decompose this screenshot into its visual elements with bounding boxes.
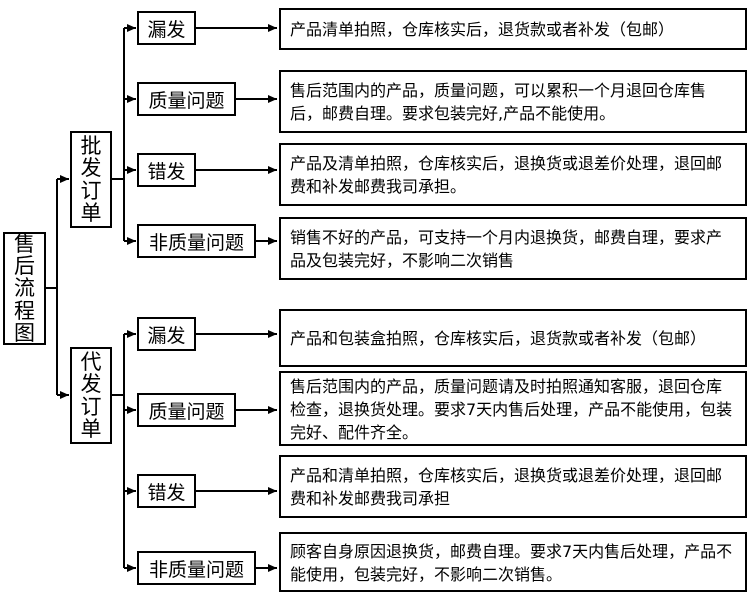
group-node-wholesale: 批发订单	[70, 131, 112, 228]
description-box: 售后范围内的产品，质量问题，可以累积一个月退回仓库售后，邮费自理。要求包装完好,…	[279, 70, 747, 133]
description-text: 产品和包装盒拍照，仓库核实后，退货款或者补发（包邮）	[290, 329, 707, 348]
description-text: 顾客自身原因退换货，邮费自理。要求7天内售后处理，产品不能使用，包装完好，不影响…	[290, 541, 733, 584]
description-box: 售后范围内的产品，质量问题请及时拍照通知客服，退回仓库检查，退换货处理。要求7天…	[279, 371, 747, 446]
root-node: 售后流程图	[3, 232, 46, 345]
description-text: 售后范围内的产品，质量问题，可以累积一个月退回仓库售后，邮费自理。要求包装完好,…	[290, 81, 707, 123]
description-box: 顾客自身原因退换货，邮费自理。要求7天内售后处理，产品不能使用，包装完好，不影响…	[279, 532, 747, 592]
description-text: 产品及清单拍照，仓库核实后，退换货或退差价处理，退回邮费和补发邮费我司承担。	[290, 154, 723, 196]
description-box: 产品和包装盒拍照，仓库核实后，退货款或者补发（包邮）	[279, 309, 747, 367]
description-box: 销售不好的产品，可支持一个月内退换货，邮费自理，要求产品及包装完好，不影响二次销…	[279, 217, 747, 280]
category-label: 错发	[147, 160, 186, 183]
category-label: 漏发	[147, 324, 186, 347]
category-label: 质量问题	[148, 89, 225, 112]
category-node: 错发	[137, 153, 196, 187]
category-node: 非质量问题	[137, 224, 256, 258]
category-node: 错发	[137, 474, 196, 508]
category-node: 质量问题	[137, 393, 236, 427]
category-label: 漏发	[147, 18, 186, 41]
group-node-dropship: 代发订单	[70, 347, 112, 444]
category-node: 漏发	[137, 317, 196, 351]
description-text: 销售不好的产品，可支持一个月内退换货，邮费自理，要求产品及包装完好，不影响二次销…	[290, 228, 723, 270]
category-node: 漏发	[137, 11, 196, 45]
description-text: 产品清单拍照，仓库核实后，退货款或者补发（包邮）	[290, 20, 675, 39]
description-text: 产品和清单拍照，仓库核实后，退换货或退差价处理，退回邮费和补发邮费我司承担	[290, 466, 723, 508]
category-label: 质量问题	[148, 400, 225, 423]
description-text: 售后范围内的产品，质量问题请及时拍照通知客服，退回仓库检查，退换货处理。要求7天…	[290, 376, 733, 442]
category-node: 非质量问题	[137, 551, 256, 585]
description-box: 产品清单拍照，仓库核实后，退货款或者补发（包邮）	[279, 8, 747, 50]
description-box: 产品和清单拍照，仓库核实后，退换货或退差价处理，退回邮费和补发邮费我司承担	[279, 455, 747, 518]
description-box: 产品及清单拍照，仓库核实后，退换货或退差价处理，退回邮费和补发邮费我司承担。	[279, 143, 747, 206]
category-node: 质量问题	[137, 82, 236, 116]
category-label: 错发	[147, 481, 186, 504]
category-label: 非质量问题	[148, 558, 244, 581]
category-label: 非质量问题	[148, 231, 244, 254]
